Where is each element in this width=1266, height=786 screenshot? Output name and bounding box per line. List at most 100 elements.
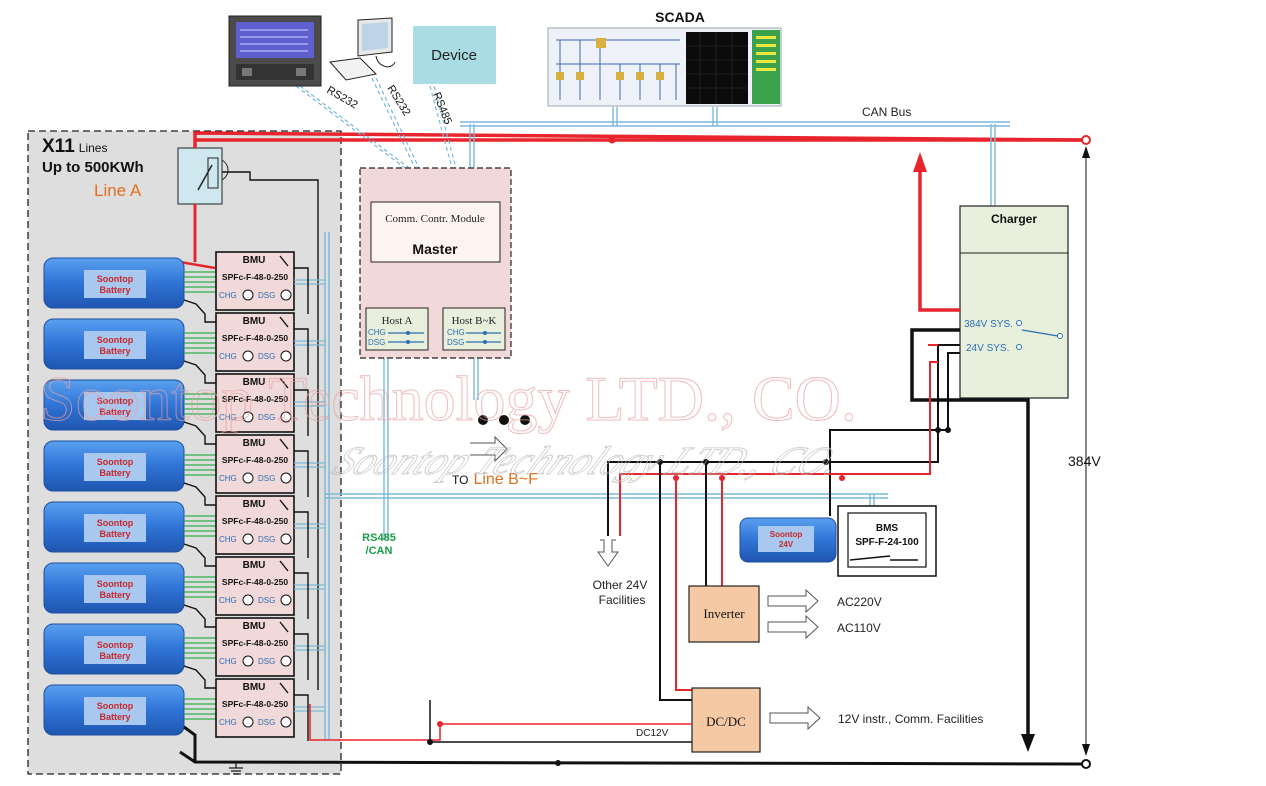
bmu-box	[215, 556, 295, 616]
bmu-box	[215, 373, 295, 433]
comm-module-label: Comm. Contr. Module	[385, 213, 485, 225]
ac110-label: AC110V	[837, 621, 881, 635]
dc-384v-bus	[193, 131, 1087, 148]
scada-screen	[547, 27, 782, 107]
bmu-dsg-label: DSG	[258, 596, 275, 605]
bmu-model: SPFc-F-48-0-250	[222, 394, 288, 404]
charger-384v-sys: 384V SYS.	[964, 319, 1013, 330]
battery-label-plate	[84, 575, 146, 603]
battery-label-plate	[84, 453, 146, 481]
battery-label-brand: Soontop	[97, 457, 134, 467]
bmu-dsg-mosfet	[280, 716, 292, 728]
pack-link	[183, 543, 216, 567]
inverter-label: Inverter	[703, 606, 745, 621]
battery-label-type: Battery	[99, 407, 130, 417]
pack-link	[183, 482, 216, 506]
pack-link	[183, 360, 216, 384]
bmu-chg-mosfet	[242, 716, 254, 728]
master-label: Master	[412, 241, 458, 257]
series-link	[294, 450, 309, 497]
return-bus	[179, 750, 1087, 766]
can-bus-label: CAN Bus	[862, 105, 911, 119]
can-bus-lines	[324, 107, 1010, 740]
battery-label-plate	[84, 331, 146, 359]
bmu-dsg-mosfet	[280, 289, 292, 301]
bmu-chg-mosfet	[242, 289, 254, 301]
dcdc-output-label: 12V instr., Comm. Facilities	[838, 712, 983, 726]
charger: Charger 384V SYS. 24V SYS.	[959, 205, 1069, 399]
bmu-chg-label: CHG	[219, 291, 237, 300]
bmu-model: SPFc-F-48-0-250	[222, 516, 288, 526]
series-link	[294, 511, 309, 558]
bmu-relay	[279, 682, 289, 694]
device-label: Device	[431, 47, 477, 64]
host-a-chg: CHG	[368, 328, 386, 337]
bmu-box	[215, 678, 295, 738]
main-contactor	[177, 147, 223, 205]
bmu-title: BMU	[243, 316, 266, 327]
host-bk-chg: CHG	[447, 328, 465, 337]
series-link	[294, 328, 309, 375]
battery-label-type: Battery	[99, 651, 130, 661]
bmu-dsg-mosfet	[280, 472, 292, 484]
bmu-dsg-mosfet	[280, 533, 292, 545]
bmu-title: BMU	[243, 438, 266, 449]
dcdc-box	[691, 687, 761, 753]
bmu-dsg-label: DSG	[258, 291, 275, 300]
bmu-dsg-label: DSG	[258, 657, 275, 666]
bmu-box	[215, 434, 295, 494]
battery-label-brand: Soontop	[97, 396, 134, 406]
rs485-label: RS485	[430, 91, 454, 127]
battery-label-type: Battery	[99, 468, 130, 478]
bmu-dsg-label: DSG	[258, 352, 275, 361]
bmu-model: SPFc-F-48-0-250	[222, 272, 288, 282]
bmu-chg-label: CHG	[219, 596, 237, 605]
device-box	[413, 26, 496, 84]
bmu-dsg-label: DSG	[258, 474, 275, 483]
bmu-relay	[279, 255, 289, 267]
bmu-model: SPFc-F-48-0-250	[222, 577, 288, 587]
battery-label-type: Battery	[99, 529, 130, 539]
battery-label-brand: Soontop	[97, 274, 134, 284]
bmu-title: BMU	[243, 560, 266, 571]
series-link	[294, 633, 309, 680]
bmu-chg-label: CHG	[219, 352, 237, 361]
more-lines-dots	[478, 415, 530, 425]
pack-link	[183, 421, 216, 445]
host-bk-dsg: DSG	[447, 338, 464, 347]
battery-label-plate	[84, 270, 146, 298]
bmu-chg-mosfet	[242, 350, 254, 362]
dcdc-label: DC/DC	[706, 714, 746, 729]
host-a-dsg: DSG	[368, 338, 385, 347]
bmu-relay	[279, 377, 289, 389]
series-link	[294, 389, 309, 436]
inverter-box	[688, 585, 760, 643]
bmu-chg-mosfet	[242, 594, 254, 606]
bmu-relay	[279, 316, 289, 328]
bmu-chg-mosfet	[242, 411, 254, 423]
bms-model: SPF-F-24-100	[855, 537, 919, 548]
rs485-can-label: RS485/CAN	[362, 532, 396, 557]
series-link	[294, 572, 309, 619]
bmu-chg-label: CHG	[219, 413, 237, 422]
pack-link	[183, 665, 216, 689]
bmu-model: SPFc-F-48-0-250	[222, 699, 288, 709]
bmu-chg-label: CHG	[219, 657, 237, 666]
master-controller: Comm. Contr. Module Master Host A CHG DS…	[359, 167, 512, 359]
battery-label-brand: Soontop	[97, 640, 134, 650]
bmu-title: BMU	[243, 682, 266, 693]
pack-link	[183, 299, 216, 323]
battery-label-plate	[84, 697, 146, 725]
group-line-name: Line A	[94, 181, 142, 200]
group-capacity: Up to 500KWh	[42, 159, 144, 176]
scada-title: SCADA	[655, 9, 705, 25]
